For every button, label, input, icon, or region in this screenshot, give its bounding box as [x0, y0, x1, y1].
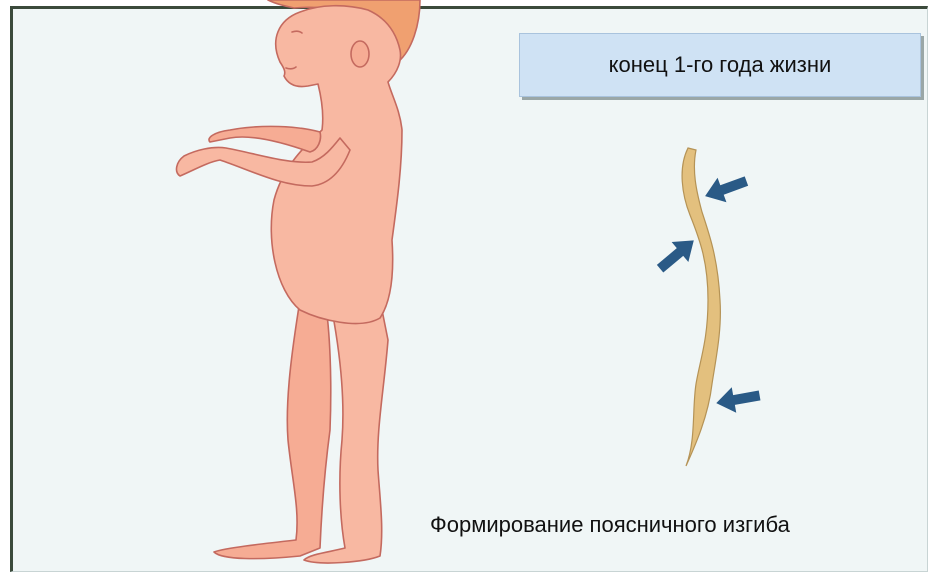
child-ear	[351, 41, 369, 67]
arrow-lower	[714, 383, 762, 416]
caption: Формирование поясничного изгиба	[430, 512, 910, 546]
stage-label: конец 1-го года жизни	[519, 33, 921, 97]
child-back-leg	[214, 300, 331, 559]
arrow-upper	[701, 169, 751, 208]
child-figure	[177, 0, 420, 563]
arrow-middle	[652, 230, 702, 278]
